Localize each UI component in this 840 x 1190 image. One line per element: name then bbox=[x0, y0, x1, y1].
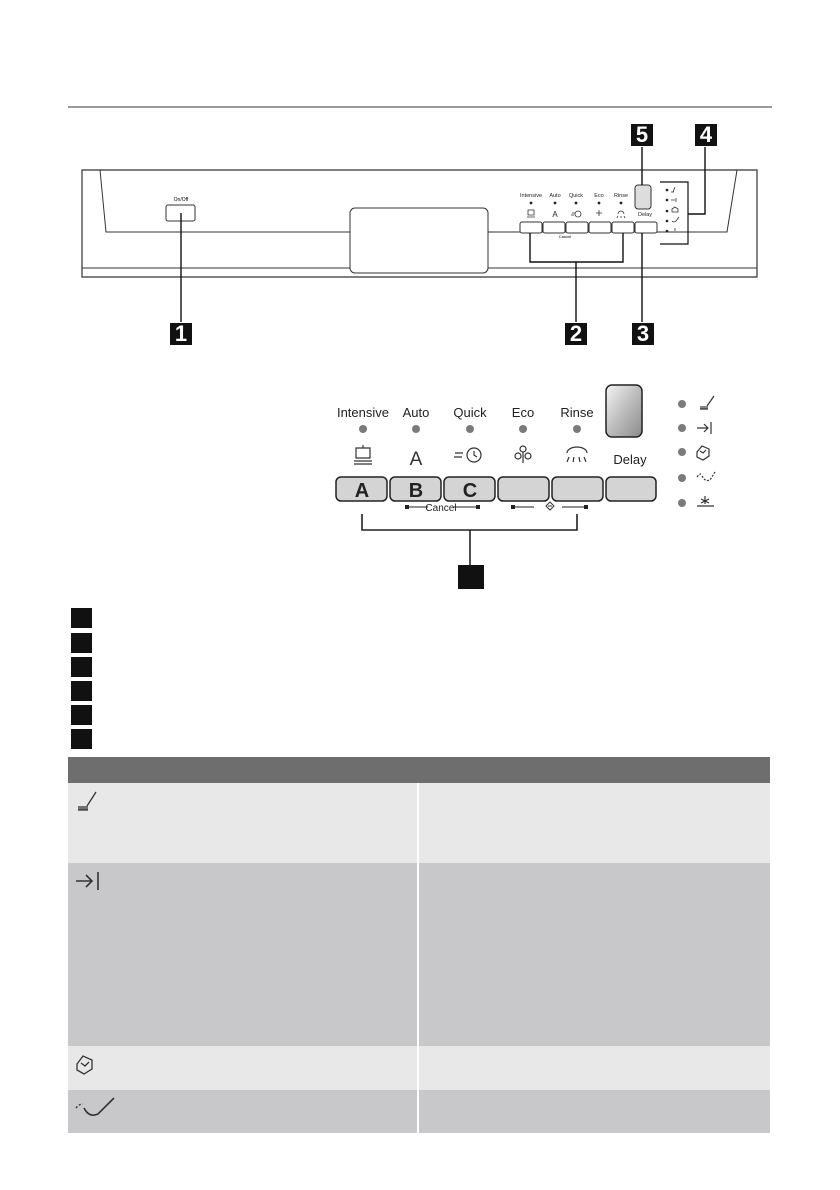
top-rule bbox=[68, 106, 772, 108]
program-button-c bbox=[443, 476, 496, 502]
legend-marker-4 bbox=[71, 681, 92, 701]
indicators-table bbox=[68, 757, 770, 1133]
delay-label: Delay bbox=[613, 452, 647, 467]
mini-cancel-label: Cancel bbox=[559, 234, 572, 239]
tablet-icon bbox=[76, 1055, 93, 1075]
mini-button-delay bbox=[634, 221, 658, 234]
end-brush-icon bbox=[78, 791, 97, 811]
led-auto bbox=[412, 425, 420, 433]
mini-button-c bbox=[565, 221, 589, 234]
quick-clock-icon bbox=[454, 447, 482, 463]
callout-5: 5 bbox=[631, 124, 653, 146]
button-letter-b: B bbox=[409, 480, 423, 502]
program-label-auto: Auto bbox=[403, 405, 430, 420]
cancel-label: Cancel bbox=[425, 503, 456, 514]
led-eco bbox=[519, 425, 527, 433]
mini-program-label: Eco bbox=[594, 193, 603, 199]
led-intensive bbox=[359, 425, 367, 433]
detail-callout-box bbox=[458, 565, 484, 589]
intensive-pot-icon bbox=[354, 445, 372, 465]
mini-time-display bbox=[634, 184, 652, 210]
mini-rinse-icon bbox=[616, 210, 626, 219]
delay-button bbox=[605, 476, 657, 502]
program-button-e bbox=[551, 476, 604, 502]
mini-program-label: Quick bbox=[569, 193, 583, 199]
indicator-led-5 bbox=[678, 499, 686, 507]
mini-program-label: Auto bbox=[549, 193, 560, 199]
mini-button-a bbox=[519, 221, 543, 234]
legend-marker-2 bbox=[71, 633, 92, 653]
mini-button-e bbox=[611, 221, 635, 234]
program-label-intensive: Intensive bbox=[337, 405, 389, 420]
arrow-to-bar-icon bbox=[76, 872, 99, 890]
mini-program-label: Intensive bbox=[520, 193, 542, 199]
mini-delay-label: Delay bbox=[638, 212, 652, 218]
rinse-aid-icon bbox=[696, 471, 716, 482]
program-button-a bbox=[335, 476, 388, 502]
callout-1: 1 bbox=[170, 323, 192, 345]
table-header-col-2 bbox=[418, 757, 770, 783]
callout-3: 3 bbox=[632, 323, 654, 345]
mini-quick-icon bbox=[571, 210, 582, 218]
mini-button-b bbox=[542, 221, 566, 234]
program-button-d bbox=[497, 476, 550, 502]
mini-program-label: Rinse bbox=[614, 193, 628, 199]
table-row bbox=[68, 783, 770, 863]
legend-marker-6 bbox=[71, 729, 92, 749]
program-label-quick: Quick bbox=[453, 405, 487, 420]
time-display bbox=[605, 384, 643, 438]
auto-symbol: A bbox=[410, 449, 423, 470]
callout-2: 2 bbox=[565, 323, 587, 345]
led-rinse bbox=[573, 425, 581, 433]
mini-auto-symbol: A bbox=[552, 210, 558, 219]
legend-marker-1 bbox=[71, 608, 92, 628]
program-label-eco: Eco bbox=[512, 405, 534, 420]
button-letter-a: A bbox=[355, 480, 369, 502]
end-brush-icon bbox=[700, 395, 715, 410]
legend-marker-3 bbox=[71, 657, 92, 677]
mini-intensive-icon bbox=[527, 209, 535, 218]
mini-button-d bbox=[588, 221, 612, 234]
control-panel-overview: On/Off Intensive Auto Quick Eco Rinse De… bbox=[81, 147, 758, 322]
mini-eco-icon bbox=[596, 210, 602, 216]
callout-4: 4 bbox=[695, 124, 717, 146]
legend-marker-5 bbox=[71, 705, 92, 725]
button-letter-c: C bbox=[463, 480, 477, 502]
tablet-small-icon bbox=[545, 501, 555, 511]
led-quick bbox=[466, 425, 474, 433]
indicator-led-1 bbox=[678, 400, 686, 408]
program-label-rinse: Rinse bbox=[560, 405, 593, 420]
table-row bbox=[68, 1090, 770, 1133]
indicator-led-2 bbox=[678, 424, 686, 432]
rinse-aid-icon bbox=[75, 1097, 115, 1116]
arrow-to-bar-icon bbox=[697, 422, 712, 434]
table-row bbox=[68, 1046, 770, 1090]
onoff-label: On/Off bbox=[174, 197, 189, 203]
eco-flower-icon bbox=[514, 445, 532, 463]
display-window bbox=[349, 207, 489, 274]
salt-icon bbox=[697, 496, 714, 507]
tablet-icon bbox=[696, 445, 710, 461]
indicator-led-3 bbox=[678, 448, 686, 456]
table-row bbox=[68, 863, 770, 1046]
program-button-b bbox=[389, 476, 442, 502]
indicator-led-4 bbox=[678, 474, 686, 482]
table-header-col-1 bbox=[68, 757, 418, 783]
control-panel-detail: Intensive Auto Quick Eco Rinse Delay A A… bbox=[335, 384, 716, 589]
rinse-spray-icon bbox=[566, 446, 588, 463]
